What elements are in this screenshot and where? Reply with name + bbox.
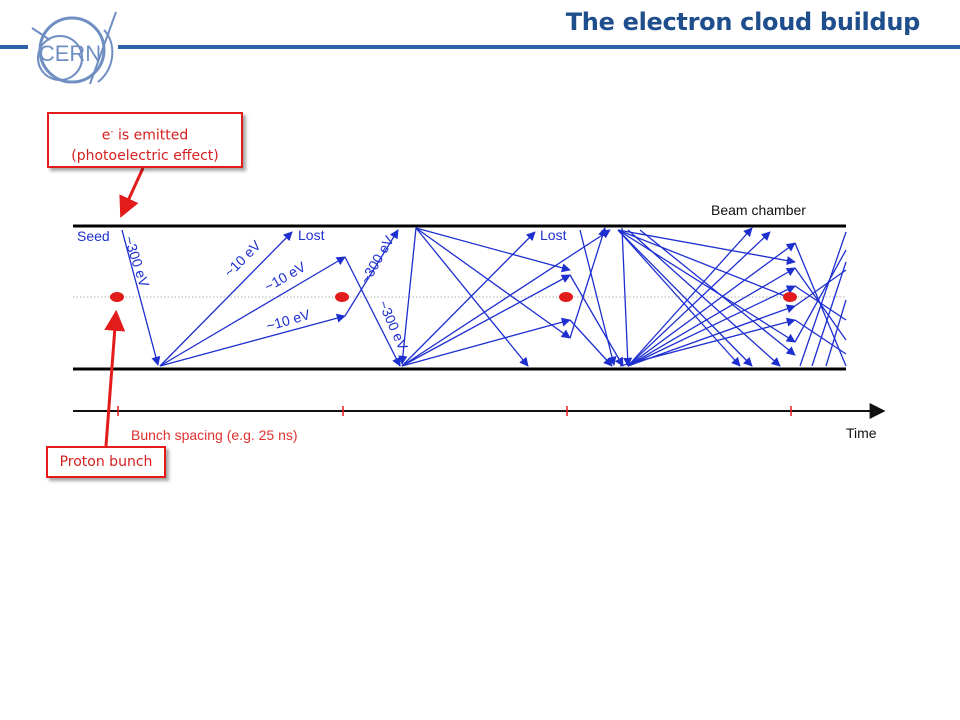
energy-10-label-3: ~10 eV [264,306,312,334]
time-axis-ticks [117,406,792,416]
proton-bunch-1 [110,292,124,302]
electron-charge: - [110,127,114,137]
emission-callout-line2: (photoelectric effect) [71,147,219,164]
cern-logo: CERN [20,8,120,90]
trajectory-labels: Seed Lost Lost ~300 eV ~10 eV ~10 eV ~10… [77,227,567,353]
proton-pointer-arrow [104,309,126,447]
beam-chamber-label: Beam chamber [711,202,806,218]
emission-callout: e- is emitted (photoelectric effect) [47,112,243,168]
proton-bunch-3 [559,292,573,302]
header-line [0,45,960,49]
energy-300-label-2: ~300 eV [357,232,397,286]
emit-pointer-arrow [119,167,145,218]
electron-trajectories [121,227,847,367]
lost-label-1: Lost [298,227,325,243]
proton-bunch-2 [335,292,349,302]
electron-symbol: e [101,127,111,144]
emission-callout-line1: e- is emitted [49,122,241,146]
header-rule-right [118,45,960,49]
energy-10-label-1: ~10 eV [221,237,264,280]
proton-bunch-4 [783,292,797,302]
emission-text: is emitted [113,127,189,144]
proton-bunch-callout: Proton bunch [46,446,166,478]
time-axis-label: Time [846,425,877,441]
energy-300-label-1: ~300 eV [121,234,153,290]
proton-bunches [110,292,797,302]
energy-10-label-2: ~10 eV [262,258,309,295]
logo-text: CERN [39,41,101,66]
lost-label-2: Lost [540,227,567,243]
header-rule-left [0,45,28,49]
bunch-spacing-label: Bunch spacing (e.g. 25 ns) [131,427,298,443]
slide-title: The electron cloud buildup [565,8,921,36]
seed-label: Seed [77,228,110,244]
